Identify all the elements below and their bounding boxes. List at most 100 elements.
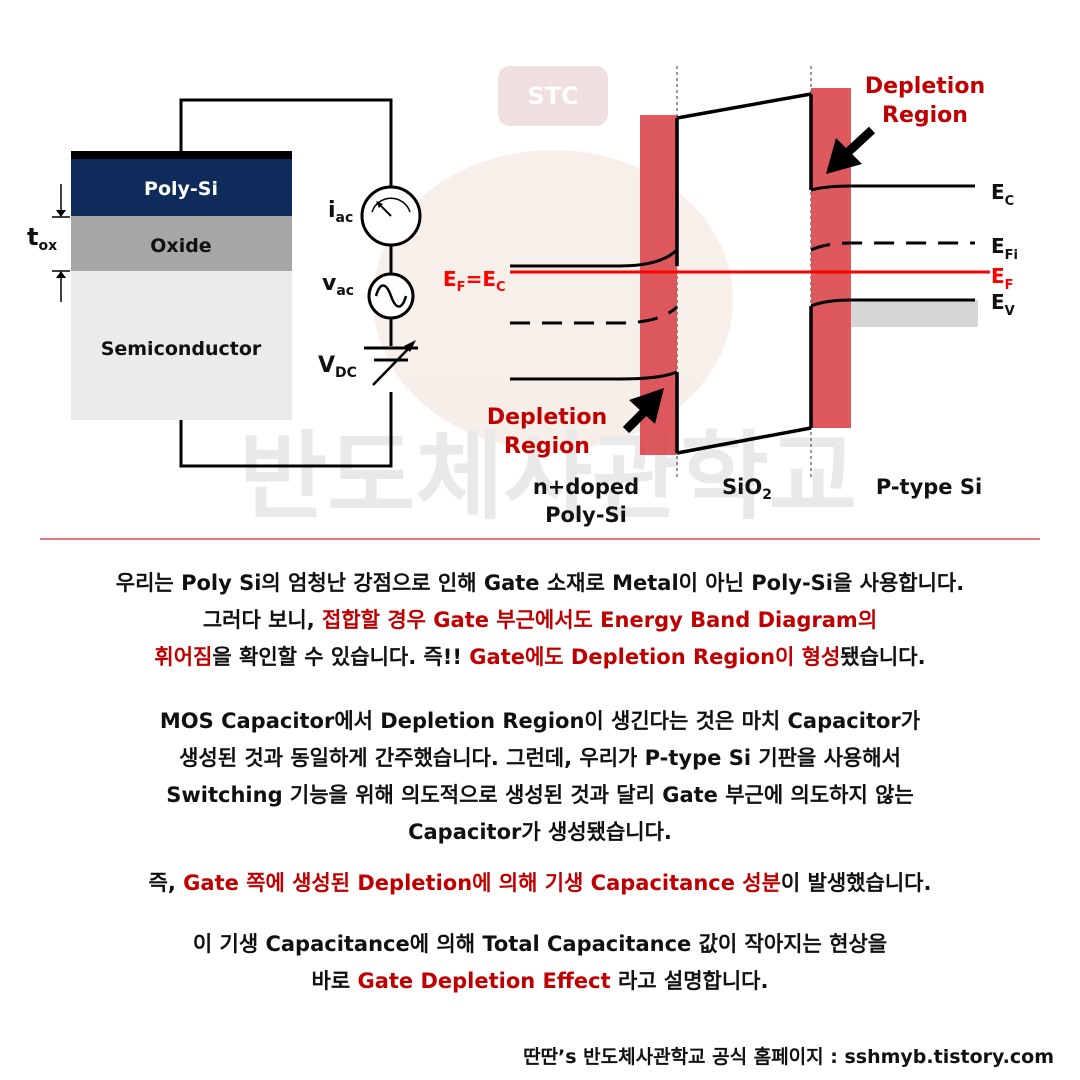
depletion-bottom-label-2: Region	[504, 434, 590, 459]
tox-label: t	[27, 223, 38, 251]
text-line: 바로 Gate Depletion Effect 라고 설명합니다.	[0, 963, 1080, 1000]
poly-si-layer	[71, 159, 292, 216]
oxide-label: Oxide	[150, 235, 211, 257]
text-run: 바로	[311, 969, 358, 993]
footer-source: 딴딴’s 반도체사관학교 공식 홈페이지 : sshmyb.tistory.co…	[523, 1046, 1054, 1068]
ef-label: E	[991, 264, 1005, 288]
ev-label: E	[991, 290, 1005, 314]
text-run: 이 발생했습니다.	[780, 871, 932, 895]
region-right-label: P-type Si	[876, 475, 982, 499]
depletion-top-label-1: Depletion	[865, 74, 985, 99]
text-run: 라고 설명합니다.	[610, 969, 769, 993]
region-mid-subscript: 2	[762, 487, 772, 503]
region-left-label-2: Poly-Si	[545, 503, 627, 527]
mos-schematic: Poly-Si Oxide Semiconductor tox iac	[27, 98, 422, 468]
highlight-text: Gate에도 Depletion Region이 형성	[469, 645, 841, 669]
highlight-text: Gate Depletion Effect	[357, 969, 611, 993]
vac-label: v	[322, 271, 337, 296]
text-run: 됐습니다.	[840, 645, 926, 669]
circuit-wire	[179, 98, 393, 468]
svg-text:EFi: EFi	[991, 234, 1018, 263]
efi-subscript: Fi	[1005, 248, 1018, 263]
gate-intrinsic-level	[510, 305, 679, 325]
gate-valence-band	[510, 370, 678, 381]
paragraph-3: 즉, Gate 쪽에 생성된 Depletion에 의해 기생 Capacita…	[0, 865, 1080, 902]
text-line: 즉, Gate 쪽에 생성된 Depletion에 의해 기생 Capacita…	[0, 865, 1080, 902]
ef-ec-label-2: =E	[466, 267, 496, 291]
substrate-valence-band	[810, 298, 975, 308]
highlight-text: 접합할 경우 Gate 부근에서도 Energy Band Diagram의	[322, 608, 878, 632]
text-run: 을 확인할 수 있습니다. 즉!!	[212, 645, 470, 669]
text-run: 생성된 것과 동일하게 간주했습니다. 그런데, 우리가 P-type Si 기…	[179, 746, 901, 770]
highlight-text: Gate 쪽에 생성된 Depletion에 의해 기생 Capacitance…	[183, 871, 781, 895]
gate-conduction-band	[510, 248, 679, 268]
ammeter-icon	[360, 185, 422, 247]
svg-text:iac: iac	[328, 198, 353, 226]
text-line: Switching 기능을 위해 의도적으로 생성된 것과 달리 Gate 부근…	[0, 777, 1080, 814]
ef-ec-sub-1: F	[457, 280, 466, 295]
semiconductor-label: Semiconductor	[101, 338, 262, 360]
text-line: 그러다 보니, 접합할 경우 Gate 부근에서도 Energy Band Di…	[0, 602, 1080, 639]
valence-shade	[851, 300, 978, 327]
iac-subscript: ac	[336, 210, 354, 226]
svg-text:EF=EC: EF=EC	[443, 267, 506, 295]
ec-subscript: C	[1005, 194, 1015, 209]
vac-subscript: ac	[336, 283, 354, 299]
svg-text:tox: tox	[27, 223, 57, 254]
text-line: 생성된 것과 동일하게 간주했습니다. 그런데, 우리가 P-type Si 기…	[0, 740, 1080, 777]
text-line: 우리는 Poly Si의 엄청난 강점으로 인해 Gate 소재로 Metal이…	[0, 565, 1080, 602]
text-run: 이 기생 Capacitance에 의해 Total Capacitance 값…	[192, 932, 888, 956]
ec-label: E	[991, 180, 1005, 204]
text-run: Switching 기능을 위해 의도적으로 생성된 것과 달리 Gate 부근…	[166, 783, 914, 807]
arrow-down-left-icon	[826, 126, 876, 174]
paragraph-1: 우리는 Poly Si의 엄청난 강점으로 인해 Gate 소재로 Metal이…	[0, 565, 1080, 676]
substrate-conduction-band	[810, 184, 975, 192]
svg-text:EF: EF	[991, 264, 1014, 293]
poly-si-label: Poly-Si	[144, 178, 218, 200]
svg-text:EV: EV	[991, 290, 1015, 319]
dc-source-icon	[364, 340, 418, 386]
oxide-layer	[71, 216, 292, 271]
text-run: Capacitor가 생성됐습니다.	[408, 820, 672, 844]
ef-ec-label-1: E	[443, 267, 457, 291]
text-run: MOS Capacitor에서 Depletion Region이 생긴다는 것…	[159, 709, 921, 733]
ac-source-icon	[367, 272, 415, 320]
text-line: Capacitor가 생성됐습니다.	[0, 814, 1080, 851]
text-line: 이 기생 Capacitance에 의해 Total Capacitance 값…	[0, 926, 1080, 963]
text-run: 우리는 Poly Si의 엄청난 강점으로 인해 Gate 소재로 Metal이…	[115, 571, 965, 595]
ef-ec-sub-2: C	[496, 280, 506, 295]
vdc-subscript: DC	[335, 365, 357, 381]
oxide-band	[675, 92, 813, 455]
substrate-intrinsic-level	[810, 241, 975, 252]
band-diagram: EF=EC EC EFi EF EV Depletion Region Depl…	[443, 66, 1018, 527]
tox-subscript: ox	[38, 238, 57, 254]
text-line: 휘어짐을 확인할 수 있습니다. 즉!! Gate에도 Depletion Re…	[0, 639, 1080, 676]
svg-text:vac: vac	[322, 271, 354, 299]
text-run: 즉,	[148, 871, 184, 895]
svg-text:SiO2: SiO2	[722, 475, 772, 503]
metal-contact	[71, 151, 292, 159]
paragraph-2: MOS Capacitor에서 Depletion Region이 생긴다는 것…	[0, 703, 1080, 851]
gate-depletion-figure: STC 반도체사관학교 Poly-Si Oxide Semiconductor …	[27, 66, 1040, 540]
region-mid-label: SiO	[722, 475, 762, 499]
depletion-top-label-2: Region	[882, 103, 968, 128]
substrate-depletion-region	[811, 88, 851, 428]
depletion-bottom-label-1: Depletion	[487, 405, 607, 430]
tox-dimension: tox	[27, 184, 70, 302]
region-left-label-1: n+doped	[533, 475, 639, 499]
svg-text:VDC: VDC	[318, 353, 357, 381]
arrow-up-right-icon	[622, 388, 664, 434]
text-line: MOS Capacitor에서 Depletion Region이 생긴다는 것…	[0, 703, 1080, 740]
paragraph-4: 이 기생 Capacitance에 의해 Total Capacitance 값…	[0, 926, 1080, 1000]
svg-text:EC: EC	[991, 180, 1014, 209]
watermark: STC 반도체사관학교	[239, 66, 857, 533]
text-run: 그러다 보니,	[202, 608, 323, 632]
efi-label: E	[991, 234, 1005, 258]
vdc-label: V	[318, 353, 335, 378]
ev-subscript: V	[1005, 304, 1015, 319]
highlight-text: 휘어짐	[154, 645, 213, 669]
watermark-logo: STC	[527, 82, 578, 110]
iac-label: i	[328, 198, 336, 223]
semiconductor-layer	[71, 271, 292, 420]
ef-subscript: F	[1005, 278, 1014, 293]
